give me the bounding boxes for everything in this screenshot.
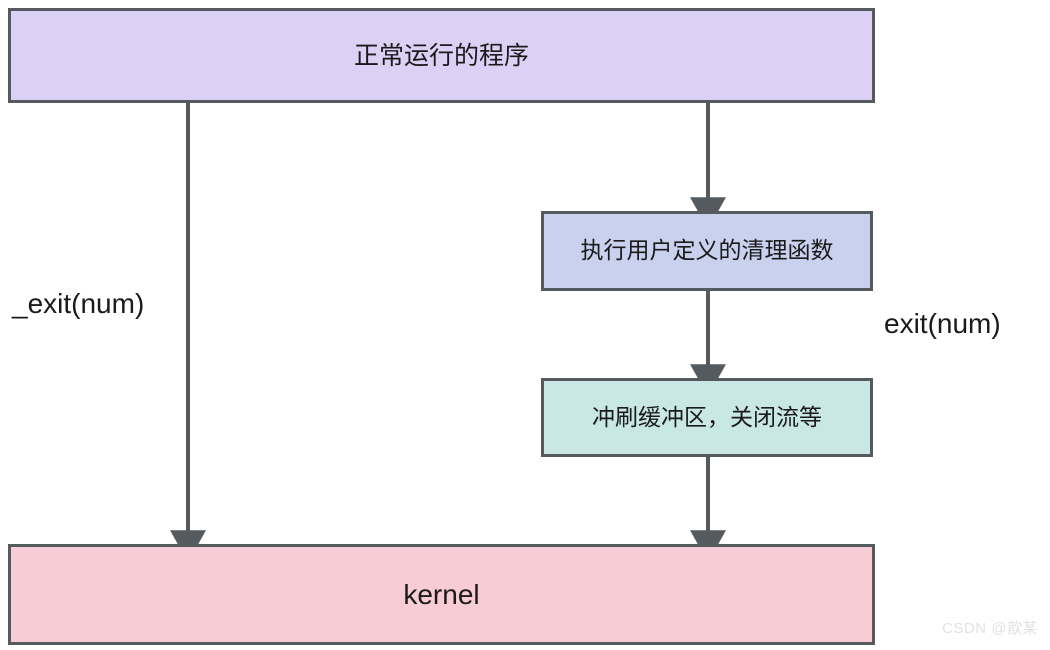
node-normal-running-program[interactable]: 正常运行的程序 xyxy=(8,8,875,103)
node-flush-buffers-close-streams[interactable]: 冲刷缓冲区，关闭流等 xyxy=(541,378,873,457)
edge-label-underscore-exit: _exit(num) xyxy=(12,288,145,319)
csdn-watermark: CSDN @歆某 xyxy=(942,620,1038,637)
node-execute-user-cleanup-functions[interactable]: 执行用户定义的清理函数 xyxy=(541,211,873,291)
node-kernel[interactable]: kernel xyxy=(8,544,875,645)
edge-label-exit: exit(num) xyxy=(884,308,1001,339)
